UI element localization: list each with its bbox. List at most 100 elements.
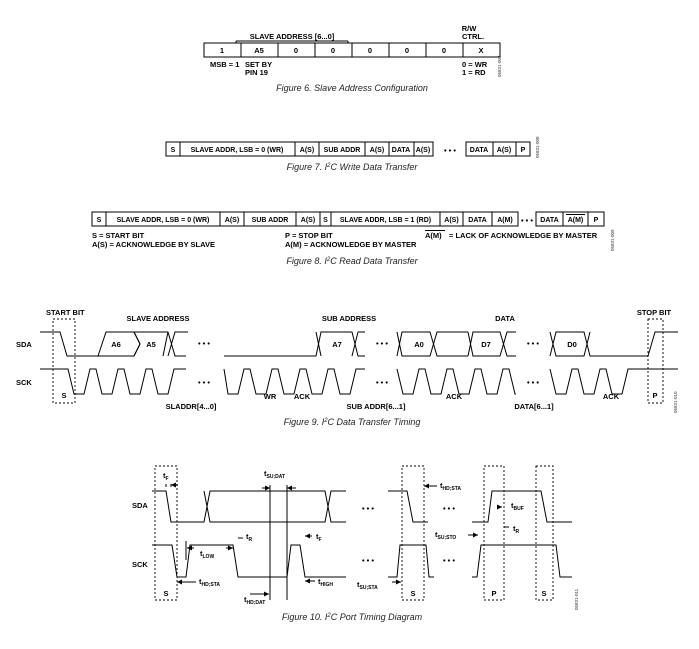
frame-cell: A(S): [300, 147, 314, 154]
legend-ack-master: A(M) = ACKNOWLEDGE BY MASTER: [285, 240, 417, 249]
stop-bit-label: STOP BIT: [637, 308, 672, 317]
data-bits-label: DATA[6...1]: [514, 402, 554, 411]
t-high-label: tHIGH: [318, 577, 333, 588]
bit-label-d0: D0: [567, 340, 577, 349]
rw-header-line2: CTRL.: [462, 32, 484, 41]
frame-cell: DATA: [468, 217, 486, 224]
sda-waveform: [152, 490, 572, 523]
figure-code: 05831-008: [535, 136, 540, 158]
frame-cell: A(S): [444, 217, 458, 224]
start-condition-box: [52, 318, 76, 404]
read-frame-left: [91, 211, 519, 227]
figure-code: 05831-011: [574, 588, 579, 610]
figure-8-read-transfer: S SLAVE ADDR, LSB = 0 (WR) A(S) SUB ADDR…: [91, 211, 615, 266]
bit-cell: 0: [442, 46, 446, 55]
ellipsis-dots: • • •: [527, 339, 539, 348]
t-su-sto-label: tSU;STO: [435, 530, 456, 541]
bit-label-a0: A0: [414, 340, 424, 349]
sck-waveform: [152, 544, 572, 578]
bit-cell: A5: [254, 46, 264, 55]
frame-cell: SLAVE ADDR, LSB = 1 (RD): [340, 217, 431, 224]
start-marker: S: [163, 589, 168, 598]
figure-8-caption: Figure 8. I2C Read Data Transfer: [286, 256, 418, 266]
frame-cell: SUB ADDR: [324, 147, 361, 154]
figure-7-caption: Figure 7. I2C Write Data Transfer: [287, 162, 419, 172]
frame-cell: SUB ADDR: [252, 217, 289, 224]
frame-cell: P: [521, 147, 526, 154]
frame-cell-nack: A(M): [568, 217, 584, 224]
address-cells: 1 A5 0 0 0 0 0 X: [203, 42, 501, 58]
start-marker: S: [541, 589, 546, 598]
start-condition-box-2: [535, 465, 554, 601]
t-su-dat-label: tSU;DAT: [264, 469, 285, 480]
sck-label: SCK: [132, 560, 148, 569]
subaddr-bits-label: SUB ADDR[6...1]: [347, 402, 406, 411]
ellipsis-dots: • • •: [527, 378, 539, 387]
legend-nack-text: = LACK OF ACKNOWLEDGE BY MASTER: [449, 231, 598, 240]
bit-label-a6: A6: [111, 340, 121, 349]
legend-ack-slave: A(S) = ACKNOWLEDGE BY SLAVE: [92, 240, 215, 249]
rd-note: 1 = RD: [462, 68, 486, 77]
figure-6-slave-address: SLAVE ADDRESS [6...0] R/W CTRL. 1 A5 0 0…: [203, 24, 502, 93]
write-frame-left: [165, 141, 434, 157]
frame-cell: P: [594, 217, 599, 224]
read-frame-right: [535, 211, 605, 227]
ellipsis-dots: • • •: [198, 339, 210, 348]
frame-cell: S: [323, 217, 328, 224]
sda-label: SDA: [132, 501, 148, 510]
bit-cell: 0: [405, 46, 409, 55]
slave-address-label: SLAVE ADDRESS: [127, 314, 190, 323]
figure-9-caption: Figure 9. I2C Data Transfer Timing: [284, 417, 421, 427]
ellipsis-dots: • • •: [521, 216, 533, 225]
start-bit-label: START BIT: [46, 308, 85, 317]
t-hd-sta-label: tHD;STA: [199, 577, 220, 588]
timing-annotations: tF tSU;DAT tHD;STA tBUF tR tSU;STO tLOW: [163, 469, 524, 606]
sda-waveform: [40, 331, 678, 357]
ellipsis-dots: • • •: [198, 378, 210, 387]
bit-label-a7: A7: [332, 340, 342, 349]
start-marker: S: [61, 391, 66, 400]
t-hd-sta-label: tHD;STA: [440, 481, 461, 492]
wr-note: 0 = WR: [462, 60, 488, 69]
t-f-label: tF: [316, 532, 322, 543]
sub-address-label: SUB ADDRESS: [322, 314, 376, 323]
frame-cell: A(M): [497, 217, 513, 224]
bit-cell: 0: [294, 46, 298, 55]
t-low-label: tLOW: [200, 549, 214, 560]
figure-6-caption: Figure 6. Slave Address Configuration: [276, 83, 428, 93]
t-buf-label: tBUF: [511, 501, 524, 512]
figure-code: 05831-009: [610, 229, 615, 251]
msb-note: MSB = 1: [210, 60, 239, 69]
ellipsis-dots: • • •: [444, 146, 456, 155]
legend-start-bit: S = START BIT: [92, 231, 145, 240]
frame-cell: A(S): [497, 147, 511, 154]
sladdr-bits-label: SLADDR[4...0]: [166, 402, 217, 411]
ellipsis-dots: • • •: [443, 556, 455, 565]
sck-label: SCK: [16, 378, 32, 387]
ellipsis-dots: • • •: [362, 556, 374, 565]
t-su-sta-label: tSU;STA: [357, 580, 378, 591]
figure-7-write-transfer: S SLAVE ADDR, LSB = 0 (WR) A(S) SUB ADDR…: [165, 136, 540, 172]
figure-code: 05831-010: [673, 391, 678, 413]
bit-cell: 0: [368, 46, 372, 55]
t-r-label: tR: [246, 532, 253, 543]
start-condition-box: [154, 465, 178, 601]
frame-cell: A(S): [416, 147, 430, 154]
bit-cell: 1: [220, 46, 224, 55]
set-by-note-1: SET BY: [245, 60, 272, 69]
figure-9-data-transfer-timing: START BIT SLAVE ADDRESS SUB ADDRESS DATA…: [16, 308, 678, 427]
frame-cell: DATA: [392, 147, 410, 154]
t-f-label: tF: [163, 471, 169, 482]
t-r-label: tR: [513, 524, 520, 535]
frame-cell: DATA: [470, 147, 488, 154]
stop-marker: P: [652, 391, 657, 400]
sck-waveform: [40, 368, 678, 395]
ellipsis-dots: • • •: [376, 378, 388, 387]
ellipsis-dots: • • •: [376, 339, 388, 348]
frame-cell: A(S): [301, 217, 315, 224]
legend-stop-bit: P = STOP BIT: [285, 231, 333, 240]
set-by-note-2: PIN 19: [245, 68, 268, 77]
frame-cell: DATA: [540, 217, 558, 224]
repeated-start-box: [401, 465, 425, 601]
